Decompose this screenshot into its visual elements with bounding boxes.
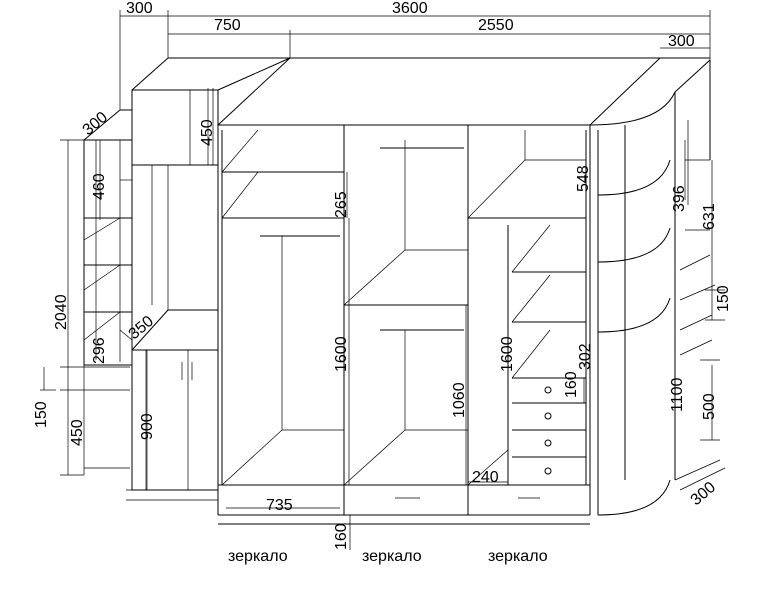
dim-mezz-265: 265 — [333, 191, 350, 218]
dim-rod-1600-mid: 1600 — [499, 336, 516, 372]
dim-corner-1100: 1100 — [669, 377, 686, 412]
dim-shelf-450: 450 — [199, 119, 216, 146]
dim-shelf-548: 548 — [575, 165, 592, 192]
dim-lower-900: 900 — [139, 413, 156, 440]
dim-rack-1060: 1060 — [451, 382, 468, 418]
dim-plinth-160: 160 — [333, 523, 350, 550]
dim-side-450: 450 — [69, 419, 86, 446]
main-body — [146, 57, 660, 550]
dim-rod-1600-left: 1600 — [333, 336, 350, 372]
dim-shelf-460: 460 — [91, 173, 108, 200]
dim-corner-150: 150 — [715, 285, 732, 312]
dim-main-2550: 2550 — [478, 17, 514, 34]
upper-left-box — [126, 57, 291, 501]
mirror-caption-left: зеркало — [228, 548, 288, 565]
dim-gap-240: 240 — [472, 469, 499, 486]
dim-total-3600: 3600 — [392, 0, 428, 17]
dim-shelf-302: 302 — [577, 343, 594, 370]
dim-corner-300: 300 — [668, 33, 695, 50]
dim-upper-750: 750 — [214, 17, 241, 34]
dim-drawer-160: 160 — [563, 371, 580, 398]
right-corner-section — [589, 57, 726, 516]
top-dimension-lines — [119, 10, 711, 110]
mirror-caption-right: зеркало — [488, 548, 548, 565]
dim-corner-500: 500 — [701, 393, 718, 420]
dim-shelf-296: 296 — [91, 337, 108, 364]
dim-height-2040: 2040 — [53, 294, 70, 330]
dim-corner-396: 396 — [671, 185, 688, 212]
dim-side-300: 300 — [80, 109, 111, 139]
dim-side-150: 150 — [33, 401, 50, 428]
mirror-caption-mid: зеркало — [362, 548, 422, 565]
left-side-section — [40, 109, 133, 476]
dim-corner-631: 631 — [701, 203, 718, 230]
dim-top-left-300: 300 — [126, 0, 153, 17]
dim-plinth-735: 735 — [266, 497, 293, 514]
dim-depth-350: 350 — [126, 313, 157, 343]
dim-bottom-300: 300 — [688, 479, 719, 509]
